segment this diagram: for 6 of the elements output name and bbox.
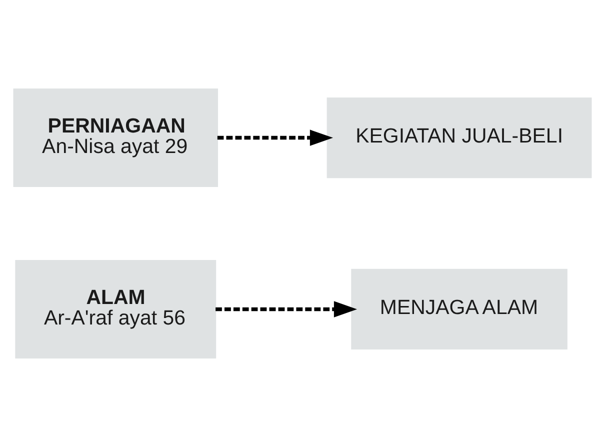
node-box: KEGIATAN JUAL-BELI xyxy=(326,96,592,178)
node-box: PERNIAGAAN An-Nisa ayat 29 xyxy=(13,88,218,187)
arrow xyxy=(216,300,358,317)
node-box: ALAM Ar-A'raf ayat 56 xyxy=(15,259,216,358)
arrow xyxy=(217,129,334,146)
node-box: MENJAGA ALAM xyxy=(351,268,568,350)
